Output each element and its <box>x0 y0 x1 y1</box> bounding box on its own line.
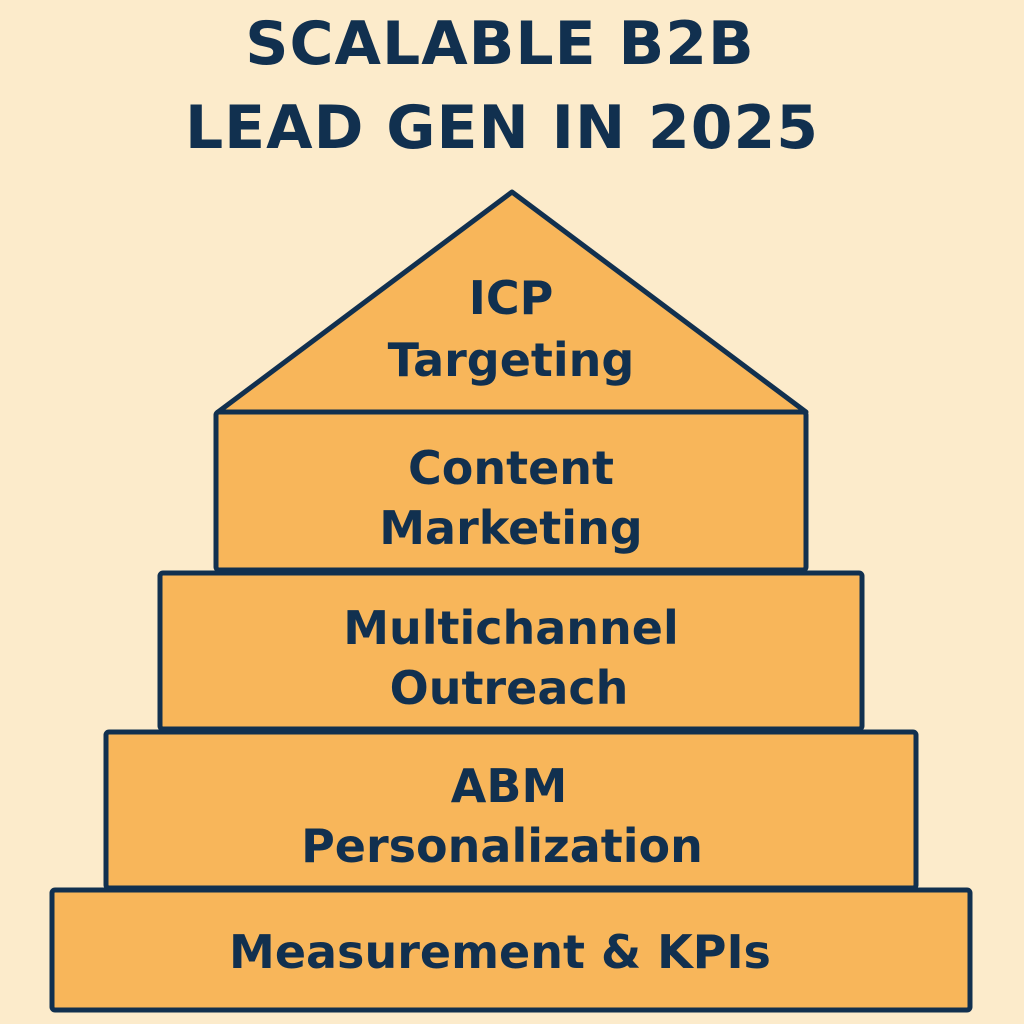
top-label-line-1: ICP <box>469 271 554 325</box>
level-1-label-line-1: Content <box>408 441 614 495</box>
title-line-1: SCALABLE B2B <box>245 9 754 79</box>
level-abm-personalization: ABM Personalization <box>103 729 919 891</box>
level-1-label-line-2: Marketing <box>379 501 643 555</box>
title-line-2: LEAD GEN IN 2025 <box>185 93 819 163</box>
level-3-label-line-1: ABM <box>451 759 567 813</box>
level-4-label: Measurement & KPIs <box>229 925 771 979</box>
level-multichannel-outreach: Multichannel Outreach <box>157 570 865 732</box>
level-2-label-line-1: Multichannel <box>343 601 679 655</box>
level-2-label-line-2: Outreach <box>390 661 629 715</box>
level-measurement-kpis: Measurement & KPIs <box>49 887 973 1013</box>
pyramid-top-icp-targeting: ICP Targeting <box>215 189 809 415</box>
level-3-label-line-2: Personalization <box>301 819 703 873</box>
top-label-line-2: Targeting <box>388 333 635 387</box>
level-content-marketing: Content Marketing <box>213 409 809 573</box>
